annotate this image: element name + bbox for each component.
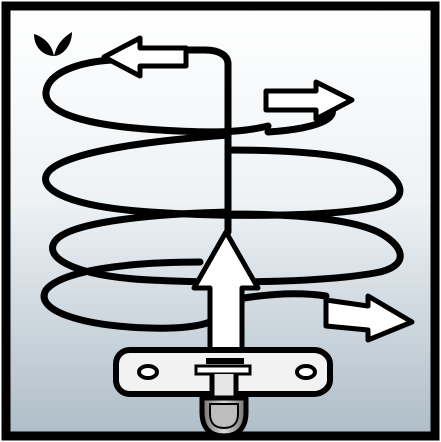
screw-hole-right (297, 366, 315, 378)
screw-hole-left (139, 366, 157, 378)
